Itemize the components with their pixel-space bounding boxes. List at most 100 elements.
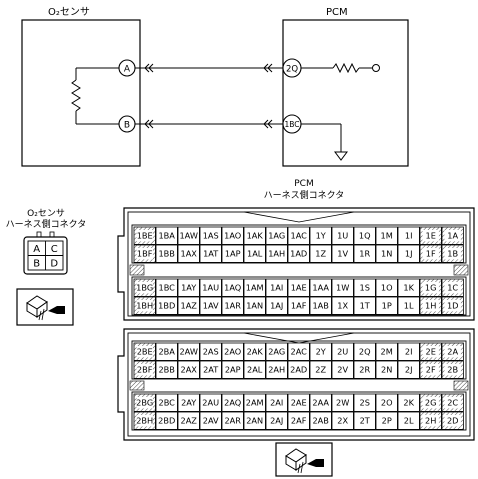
pin-label: 2R [359, 365, 370, 375]
pin-label: 1D [447, 301, 459, 311]
pin-cell-label-bg [422, 282, 439, 294]
pin-label: 2AF [291, 416, 307, 426]
pcm-title: PCM [326, 7, 348, 18]
pin-cell-box [331, 393, 354, 412]
pin-cell-box [265, 278, 288, 297]
pcm-ground [301, 123, 348, 161]
o2-cell-a: A [33, 244, 40, 255]
pin-label: 1AG [268, 231, 285, 241]
o2-sensor-title: O₂センサ [48, 6, 90, 18]
pin-cell-box [287, 411, 310, 430]
svg-text:B: B [124, 121, 130, 131]
pin-cell-box [177, 278, 200, 297]
svg-text:1BC: 1BC [284, 120, 299, 129]
pin-cell-box [199, 244, 222, 263]
o2-connector-subtitle: ハーネス側コネクタ [6, 218, 87, 230]
pin-cell-box [353, 296, 376, 315]
pin-cell-label-bg [444, 248, 461, 260]
pin-label: 1BE [137, 231, 153, 241]
pin-label: 1Q [359, 231, 371, 241]
pin-cell-box [221, 278, 244, 297]
pcm-pin-1bc: 1BC [282, 114, 302, 134]
sensor-resistor [71, 67, 120, 125]
pin-label: 1AJ [270, 301, 283, 311]
pin-cell-box [375, 278, 398, 297]
pin-cell-box [375, 411, 398, 430]
pin-cell-box [375, 393, 398, 412]
pin-cell-box [353, 278, 376, 297]
pin-label: 1Y [316, 231, 327, 241]
pin-label: 1AA [312, 283, 329, 293]
pin-label: 1AU [202, 283, 219, 293]
pin-cell-box [243, 411, 266, 430]
pin-cell-box [265, 296, 288, 315]
o2-sensor-box [21, 19, 141, 167]
pin-label: 1G [425, 283, 437, 293]
o2-connector-title: O₂センサ [27, 208, 65, 219]
wire-b-1bc [135, 119, 283, 129]
pin-cell-box [243, 393, 266, 412]
pin-cell-box [331, 360, 354, 379]
pin-cell-box [243, 360, 266, 379]
pin-label: 2AG [268, 347, 285, 357]
pin-cell-box [309, 411, 332, 430]
pin-label: 2P [382, 416, 392, 426]
pin-label: 2J [405, 365, 413, 375]
pin-cell-box [177, 411, 200, 430]
pin-cell-label-bg [136, 300, 153, 312]
pin-label: 1AP [225, 249, 241, 259]
pin-cell-box [155, 393, 178, 412]
pin-cell-box [155, 244, 178, 263]
pin-label: 2T [360, 416, 371, 426]
pin-cell-box [397, 411, 420, 430]
pin-label: 2BH [136, 416, 153, 426]
pin-cell-label-bg [444, 415, 461, 427]
pin-label: 1AQ [224, 283, 241, 293]
pin-cell-box [287, 244, 310, 263]
svg-text:A: A [124, 65, 131, 75]
pin-label: 1P [382, 301, 392, 311]
pin-cell-label-bg [422, 364, 439, 376]
pin-label: 2W [336, 398, 349, 408]
pin-cell-box [331, 226, 354, 245]
pin-cell-box [199, 342, 222, 361]
pin-cell-box [265, 360, 288, 379]
pin-cell-box [287, 226, 310, 245]
pin-label: 1B [447, 249, 458, 259]
pin-label: 2S [359, 398, 369, 408]
pin-label: 1W [336, 283, 349, 293]
pin-label: 2AB [312, 416, 329, 426]
pin-label: 2O [381, 398, 393, 408]
pin-label: 2C [447, 398, 458, 408]
pcm-internal-resistor [301, 62, 380, 74]
pin-label: 2B [447, 365, 458, 375]
pin-label: 1AS [203, 231, 219, 241]
pin-label: 1AR [224, 301, 241, 311]
pin-cell-box [397, 278, 420, 297]
pin-cell-box [221, 244, 244, 263]
pin-label: 1V [337, 249, 348, 259]
pin-label: 1AM [246, 283, 264, 293]
pin-cell-box [331, 296, 354, 315]
pin-cell-label-bg [136, 230, 153, 242]
pin-cell-box [221, 226, 244, 245]
sensor-pin-b: B [118, 115, 136, 133]
pin-cell-box [177, 360, 200, 379]
pin-cell-box [155, 411, 178, 430]
pin-label: 2BD [158, 416, 175, 426]
pin-label: 1BC [158, 283, 175, 293]
pin-cell-box [287, 393, 310, 412]
pin-label: 2AN [246, 416, 263, 426]
pin-label: 1L [404, 301, 414, 311]
pin-label: 1AN [246, 301, 263, 311]
pin-cell-label-bg [444, 346, 461, 358]
o2-cell-c: C [51, 244, 58, 255]
pin-cell-box [353, 360, 376, 379]
pin-cell-box [309, 393, 332, 412]
pin-label: 1BG [136, 283, 153, 293]
pin-cell-box [243, 342, 266, 361]
pin-cell-box [397, 296, 420, 315]
